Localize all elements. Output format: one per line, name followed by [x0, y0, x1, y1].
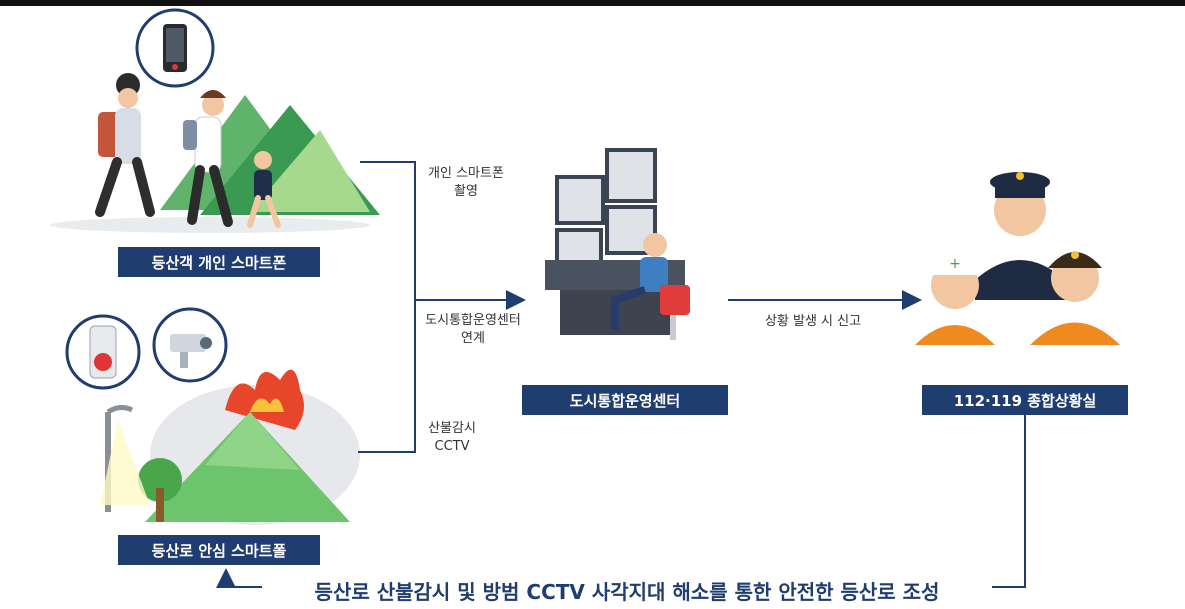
control-center-illustration: [545, 148, 690, 340]
responders-illustration: +: [915, 172, 1120, 345]
connectors: [216, 161, 1026, 588]
cctv-edge-line1: 산불감시: [428, 421, 476, 436]
phone-edge-line1: 개인 스마트폰: [428, 166, 504, 181]
goal-banner: 등산로 산불감시 및 방범 CCTV 사각지대 해소를 통한 안전한 등산로 조…: [262, 572, 992, 609]
situation-room-label: 112·119 종합상황실: [922, 385, 1128, 415]
cctv-edge-label: 산불감시 CCTV: [417, 420, 487, 456]
svg-text:+: +: [949, 256, 961, 272]
wildfire-illustration: [65, 307, 360, 525]
phone-edge-label: 개인 스마트폰 촬영: [417, 165, 515, 201]
cctv-edge-line2: CCTV: [434, 439, 470, 454]
hikers-illustration: [50, 8, 380, 233]
smart-pole-label: 등산로 안심 스마트폴: [118, 535, 320, 565]
control-center-label: 도시통합운영센터: [522, 385, 728, 415]
hiker-phone-label: 등산객 개인 스마트폰: [118, 247, 320, 277]
link-edge-line1: 도시통합운영센터: [425, 313, 521, 328]
link-edge-line2: 연계: [461, 331, 485, 346]
report-edge-label: 상황 발생 시 신고: [764, 314, 862, 329]
link-edge-label: 도시통합운영센터 연계: [417, 312, 529, 348]
phone-edge-line2: 촬영: [454, 184, 478, 199]
top-rule: [0, 0, 1185, 6]
